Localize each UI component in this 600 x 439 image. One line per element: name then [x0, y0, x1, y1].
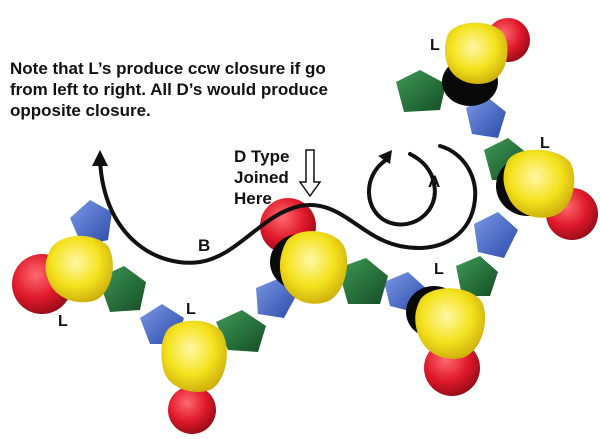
- residue-label-l: L: [434, 261, 444, 278]
- green-block: [396, 70, 446, 112]
- blue-block: [70, 200, 112, 246]
- arrow-b-curve: [98, 144, 478, 265]
- blue-block: [466, 96, 506, 138]
- residue-label-l: L: [186, 301, 196, 318]
- note-line-3: opposite closure.: [10, 101, 151, 120]
- residue-label-l: L: [540, 135, 550, 152]
- yellow-residue-3: [279, 231, 348, 304]
- d-type-pointer-arrow: [298, 149, 322, 198]
- green-block: [216, 310, 266, 352]
- yellow-residue-5: [503, 149, 575, 218]
- closure-note: Note that L’s produce ccw closure if go …: [10, 58, 390, 121]
- d-type-line-1: D Type: [234, 147, 290, 166]
- arrow-a-label: A: [428, 172, 441, 191]
- arrow-b-head: [92, 150, 108, 166]
- yellow-residue-4: [415, 288, 486, 359]
- arrow-a-curve: [367, 152, 437, 227]
- residue-label-l: L: [58, 313, 68, 330]
- arrow-a-head: [378, 150, 392, 164]
- d-type-line-2: Joined: [234, 168, 289, 187]
- d-type-annotation: D Type Joined Here: [234, 146, 289, 209]
- arrow-b-label: B: [198, 236, 211, 255]
- green-block: [338, 258, 388, 304]
- yellow-residue-2: [161, 320, 227, 392]
- yellow-residue-6: [445, 22, 508, 85]
- note-line-2: from left to right. All D’s would produc…: [10, 80, 328, 99]
- note-line-1: Note that L’s produce ccw closure if go: [10, 59, 326, 78]
- blue-block: [474, 212, 518, 258]
- d-type-line-3: Here: [234, 189, 272, 208]
- residue-label-l: L: [430, 37, 440, 54]
- yellow-residue-1: [45, 235, 113, 303]
- red-sphere-bottom: [168, 386, 216, 434]
- green-block: [456, 256, 498, 296]
